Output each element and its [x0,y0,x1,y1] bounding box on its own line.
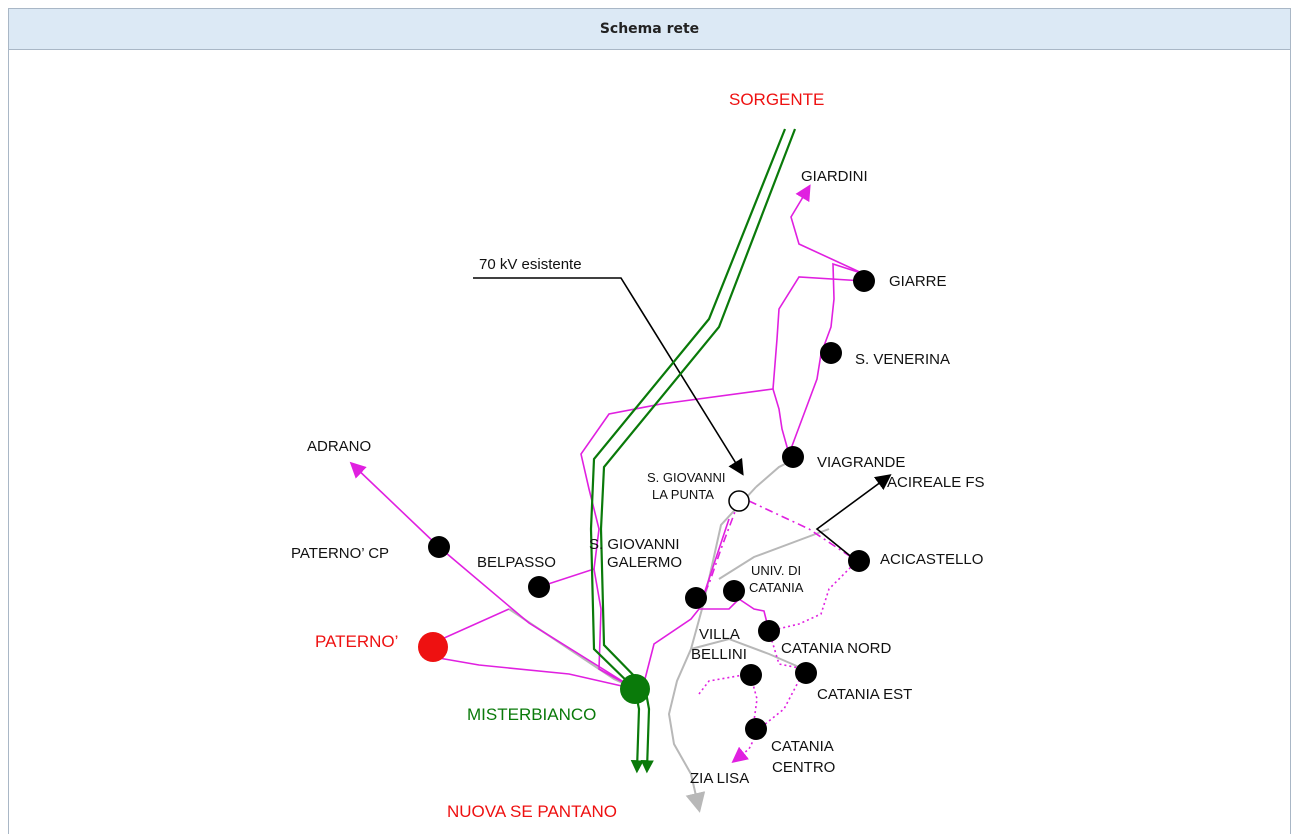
label-giardini: GIARDINI [801,168,868,185]
label-acicastello: ACICASTELLO [880,551,983,568]
label-belpasso: BELPASSO [477,554,556,571]
label-70kv: 70 kV esistente [479,256,582,273]
label-zia-lisa: ZIA LISA [690,770,749,787]
label-s-giovanni-la-punta-1: S. GIOVANNI [647,470,726,485]
node-catania-centro [745,718,767,740]
node-univ-catania [723,580,745,602]
node-s-giovanni-galermo [685,587,707,609]
label-s-giovanni-galermo-1: S. GIOVANNI [589,536,680,553]
panel-title: Schema rete [9,9,1290,50]
label-adrano: ADRANO [307,438,371,455]
label-s-venerina: S. VENERINA [855,351,950,368]
label-paterno: PATERNO’ [315,632,398,651]
label-misterbianco: MISTERBIANCO [467,705,596,724]
label-catania-centro-1: CATANIA [771,738,834,755]
node-giarre [853,270,875,292]
node-acicastello [848,550,870,572]
node-catania-est [795,662,817,684]
label-acireale-fs: ACIREALE FS [887,474,985,491]
label-s-giovanni-galermo-2: GALERMO [607,554,682,571]
node-belpasso [528,576,550,598]
node-s-venerina [820,342,842,364]
node-catania-nord-a [740,664,762,686]
black-lines [473,277,892,560]
label-univ-catania-1: UNIV. DI [751,563,801,578]
label-villa-bellini-1: VILLA [699,626,740,643]
node-viagrande [782,446,804,468]
node-paterno-cp [428,536,450,558]
labels: SORGENTE GIARDINI 70 kV esistente GIARRE… [291,90,985,821]
node-s-giovanni-la-punta [728,490,750,512]
label-sorgente: SORGENTE [729,90,824,109]
network-diagram: SORGENTE GIARDINI 70 kV esistente GIARRE… [291,90,985,821]
magenta-lines [349,184,865,690]
label-catania-est: CATANIA EST [817,686,912,703]
label-s-giovanni-la-punta-2: LA PUNTA [652,487,714,502]
schema-panel: Schema rete [8,8,1291,834]
node-paterno [418,632,448,662]
nodes [418,270,875,740]
label-viagrande: VIAGRANDE [817,454,905,471]
node-villa-bellini [758,620,780,642]
label-giarre: GIARRE [889,273,947,290]
label-nuova-se-pantano: NUOVA SE PANTANO [447,802,617,821]
label-villa-bellini-2: BELLINI [691,646,747,663]
label-catania-nord: CATANIA NORD [781,640,891,657]
green-new-line [589,128,797,774]
magenta-dashed-lines [698,500,855,763]
label-catania-centro-2: CENTRO [772,759,835,776]
label-paterno-cp: PATERNO’ CP [291,545,389,562]
node-misterbianco [620,674,650,704]
label-univ-catania-2: CATANIA [749,580,804,595]
